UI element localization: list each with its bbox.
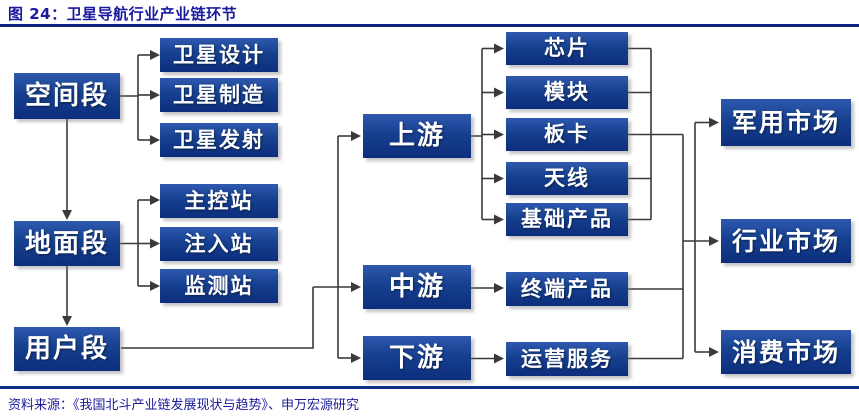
node-operation-services: 运营服务 xyxy=(506,342,628,376)
node-military-market: 军用市场 xyxy=(721,99,851,146)
node-chip: 芯片 xyxy=(506,32,628,65)
node-ground-segment: 地面段 xyxy=(14,221,120,266)
node-user-segment: 用户段 xyxy=(14,327,120,371)
node-industry-market: 行业市场 xyxy=(721,219,851,263)
node-satellite-manufacturing: 卫星制造 xyxy=(160,78,278,112)
node-upstream: 上游 xyxy=(363,114,471,158)
node-master-control-station: 主控站 xyxy=(160,184,278,218)
source-rule xyxy=(0,386,859,389)
node-basic-products: 基础产品 xyxy=(506,203,628,236)
title-rule xyxy=(0,24,859,27)
node-midstream: 中游 xyxy=(363,265,471,309)
source-note: 资料来源：《我国北斗产业链发展现状与趋势》、申万宏源研究 xyxy=(8,398,360,413)
node-terminal-products: 终端产品 xyxy=(506,272,628,306)
figure-title: 图 24：卫星导航行业产业链环节 xyxy=(8,5,238,23)
node-module: 模块 xyxy=(506,76,628,109)
node-injection-station: 注入站 xyxy=(160,227,278,261)
node-satellite-launch: 卫星发射 xyxy=(160,123,278,157)
node-satellite-design: 卫星设计 xyxy=(160,38,278,72)
node-consumer-market: 消费市场 xyxy=(721,330,851,374)
connector-bus-lines xyxy=(120,47,696,360)
node-antenna: 天线 xyxy=(506,162,628,195)
node-space-segment: 空间段 xyxy=(14,73,120,119)
node-downstream: 下游 xyxy=(363,336,471,380)
node-monitoring-station: 监测站 xyxy=(160,269,278,303)
node-board-card: 板卡 xyxy=(506,118,628,151)
